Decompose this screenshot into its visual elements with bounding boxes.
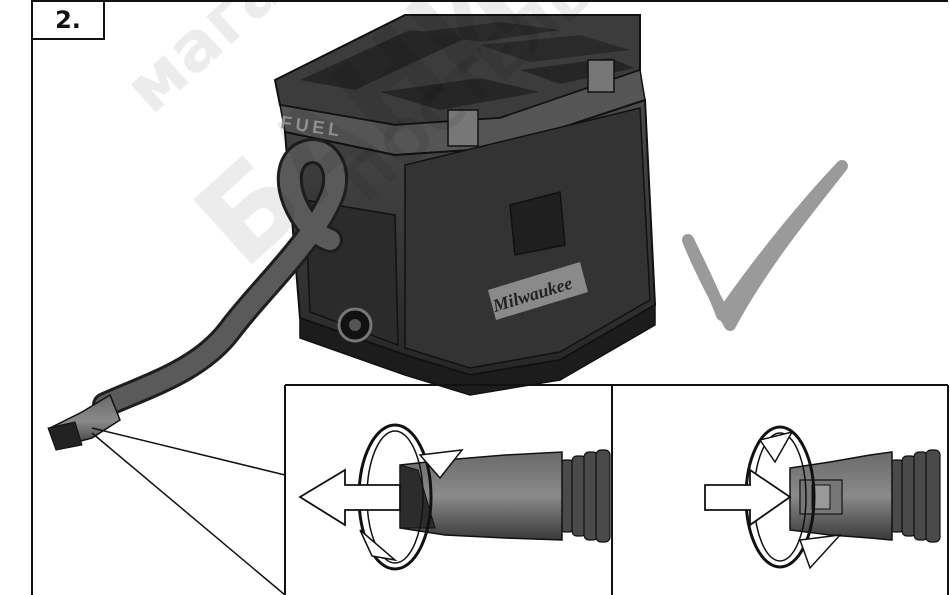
- checkmark-icon: [682, 160, 848, 331]
- page-frame: [31, 0, 948, 595]
- vacuum-unit: [273, 14, 657, 396]
- step-number: 2.: [33, 2, 105, 40]
- push-and-twist-icon: [704, 425, 941, 570]
- twist-and-pull-icon: [298, 423, 611, 571]
- vacuum-hose: [47, 138, 349, 451]
